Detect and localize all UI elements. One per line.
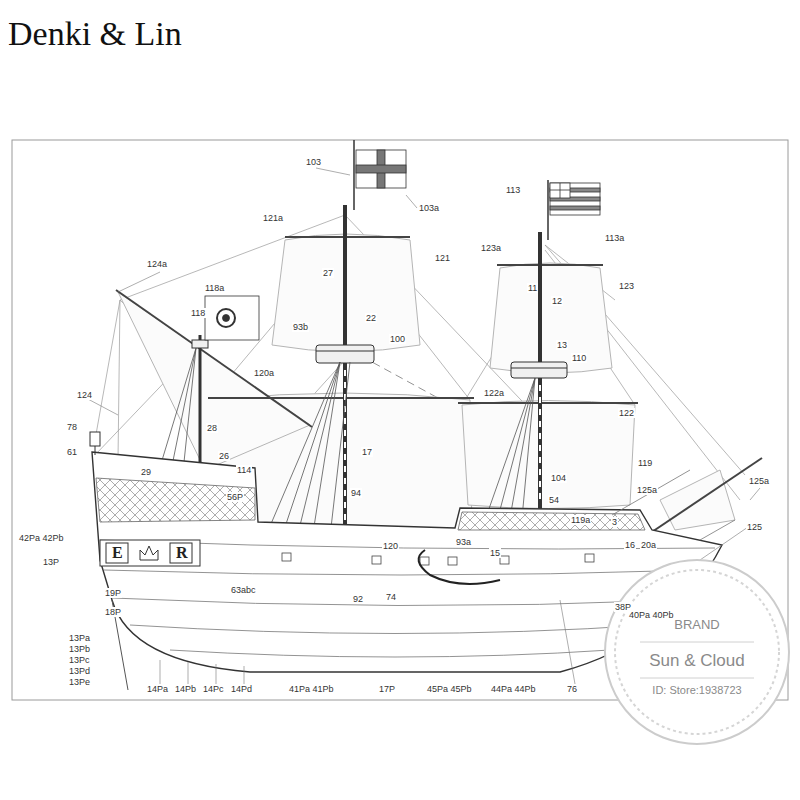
callout-number: 13Pd bbox=[68, 666, 91, 676]
callout-number: 100 bbox=[389, 334, 406, 344]
watermark-text: Sun & Cloud bbox=[648, 651, 745, 670]
callout-number: 104 bbox=[550, 473, 567, 483]
callout-number: 119 bbox=[637, 458, 653, 468]
callout-number: 15 bbox=[489, 548, 501, 558]
callout-number: 45Pa 45Pb bbox=[426, 684, 473, 694]
callout-number: 74 bbox=[385, 592, 397, 602]
callout-number: 93b bbox=[292, 322, 309, 332]
callout-number: 14Pd bbox=[230, 684, 253, 694]
callout-number: 29 bbox=[140, 467, 152, 477]
callout-number: 13Pe bbox=[68, 677, 91, 687]
callout-number: 113 bbox=[505, 185, 521, 195]
callout-number: 27 bbox=[322, 268, 334, 278]
callout-number: 40Pa 40Pb bbox=[628, 610, 675, 620]
callout-number: 61 bbox=[66, 447, 78, 457]
callout-number: 13Pb bbox=[68, 644, 91, 654]
callout-number: 14Pa bbox=[146, 684, 169, 694]
callout-number: 3 bbox=[611, 517, 618, 527]
stern-letter: E bbox=[110, 545, 125, 561]
callout-number: 120 bbox=[382, 541, 399, 551]
callout-number: 13 bbox=[556, 340, 568, 350]
callout-number: 118a bbox=[204, 283, 225, 293]
callout-number: 124 bbox=[76, 390, 93, 400]
callout-number: 121a bbox=[262, 213, 284, 223]
callout-number: 122a bbox=[483, 388, 505, 398]
watermark-text: BRAND bbox=[673, 618, 721, 632]
callout-number: 121 bbox=[434, 253, 451, 263]
callout-number: 110 bbox=[571, 353, 587, 363]
watermark-text: ID: Store:1938723 bbox=[651, 684, 742, 697]
callout-number: 103a bbox=[418, 203, 440, 213]
callout-number: 103 bbox=[305, 157, 322, 167]
callout-number: 120a bbox=[253, 368, 275, 378]
callout-number: 42Pa 42Pb bbox=[18, 533, 65, 543]
callout-number: 18P bbox=[104, 607, 122, 617]
callout-number: 41Pa 41Pb bbox=[288, 684, 335, 694]
callout-number: 11 bbox=[527, 283, 538, 293]
callout-number: 63abc bbox=[230, 585, 257, 595]
callout-number: 119a bbox=[570, 515, 591, 525]
callout-number: 54 bbox=[548, 495, 560, 505]
callout-number: 13Pc bbox=[68, 655, 91, 665]
callout-number: 76 bbox=[566, 684, 578, 694]
callout-number: 123 bbox=[618, 281, 635, 291]
callout-number: 125 bbox=[746, 522, 763, 532]
callout-number: 125a bbox=[636, 485, 658, 495]
callout-number: 28 bbox=[206, 423, 218, 433]
callout-number: 13Pa bbox=[68, 633, 91, 643]
callout-number: 17P bbox=[378, 684, 396, 694]
callout-number: 56P bbox=[226, 492, 244, 502]
callout-number: 14Pc bbox=[202, 684, 225, 694]
callout-number: 19P bbox=[104, 588, 122, 598]
callout-number: 26 bbox=[218, 451, 230, 461]
stern-letter: R bbox=[174, 545, 190, 561]
callout-number: 20a bbox=[640, 540, 657, 550]
callout-number: 17 bbox=[361, 447, 373, 457]
callout-number: 94 bbox=[350, 488, 362, 498]
callout-number: 93a bbox=[455, 537, 472, 547]
callout-number: 16 bbox=[624, 540, 636, 550]
callout-number: 78 bbox=[66, 422, 78, 432]
callout-number: 124a bbox=[146, 259, 168, 269]
callout-number: 44Pa 44Pb bbox=[490, 684, 537, 694]
callout-number: 14Pb bbox=[174, 684, 197, 694]
callout-number: 125a bbox=[748, 476, 770, 486]
callout-number: 12 bbox=[551, 296, 563, 306]
brand-title: Denki & Lin bbox=[8, 14, 182, 54]
callout-number: 122 bbox=[618, 408, 635, 418]
callout-number: 118 bbox=[190, 308, 206, 318]
callout-number: 22 bbox=[365, 313, 377, 323]
callout-number: 92 bbox=[352, 594, 364, 604]
callout-number: 113a bbox=[604, 233, 625, 243]
callout-number: 114 bbox=[236, 465, 252, 475]
callout-number: 123a bbox=[480, 243, 502, 253]
callout-number: 13P bbox=[42, 557, 60, 567]
